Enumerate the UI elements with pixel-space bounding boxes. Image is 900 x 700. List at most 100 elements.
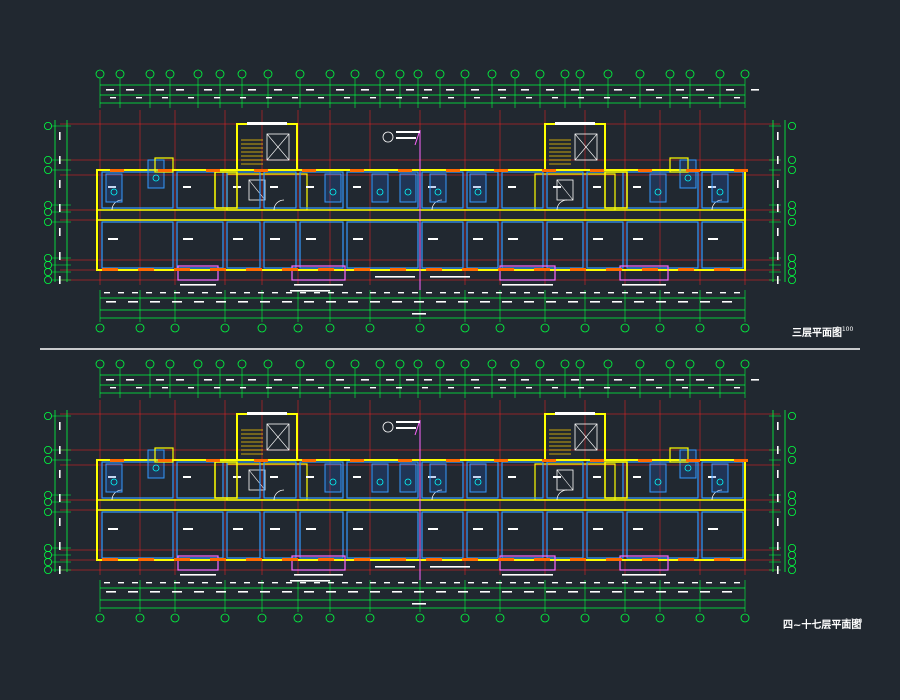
axis-bubble <box>685 69 695 79</box>
dimension-text <box>188 582 194 584</box>
dimension-text <box>678 582 684 584</box>
room-partition <box>346 221 419 269</box>
toilet-fixture <box>474 478 482 486</box>
axis-bubble <box>487 359 497 369</box>
window <box>158 169 172 172</box>
axis-bubble <box>635 69 645 79</box>
dimension-text <box>614 379 622 381</box>
elevator-car <box>248 179 266 201</box>
door-swing <box>273 489 285 501</box>
room-label <box>233 528 243 530</box>
dimension-text <box>412 603 426 605</box>
room-label <box>233 238 243 240</box>
room-label <box>633 238 643 240</box>
dimension-text <box>396 97 402 99</box>
dimension-text <box>526 387 532 389</box>
dimension-text <box>336 379 344 381</box>
axis-bubble <box>44 507 53 516</box>
dimension-text <box>146 292 152 294</box>
dimension-text <box>446 379 454 381</box>
dimension-text <box>370 591 380 593</box>
axis-bubble <box>495 613 505 623</box>
axis-bubble <box>695 323 705 333</box>
label-text <box>396 137 416 139</box>
dimension-text <box>471 89 479 91</box>
room-partition <box>466 461 499 499</box>
room-label <box>270 476 278 478</box>
dimension-text <box>370 301 380 303</box>
axis-bubble <box>788 207 797 216</box>
room-label <box>353 238 363 240</box>
axis-bubble <box>95 359 105 369</box>
dimension-text <box>342 292 348 294</box>
dimension-text <box>174 292 180 294</box>
dimension-text <box>546 301 556 303</box>
dimension-text <box>266 387 272 389</box>
room-label <box>108 528 118 530</box>
toilet-fixture <box>684 464 692 472</box>
elevator-lobby <box>226 173 308 211</box>
elevator-shaft <box>574 423 598 451</box>
dimension-text <box>110 387 116 389</box>
dimension-text <box>59 542 61 550</box>
label-text <box>396 131 420 133</box>
dimension-text <box>650 582 656 584</box>
room-partition <box>466 511 499 559</box>
axis-bubble <box>535 69 545 79</box>
room-label <box>270 186 278 188</box>
dimension-text <box>384 292 390 294</box>
balcony <box>177 555 219 571</box>
window <box>318 268 334 271</box>
dimension-text <box>524 292 530 294</box>
room-partition <box>101 461 174 499</box>
balcony-notch <box>669 447 689 463</box>
door-swing <box>711 489 723 501</box>
dimension-text <box>590 301 600 303</box>
annotation-text <box>430 276 470 278</box>
axis-bubble <box>788 544 797 553</box>
toilet-fixture <box>404 478 412 486</box>
axis-bubble <box>415 613 425 623</box>
dimension-text <box>664 582 670 584</box>
bathroom <box>147 449 165 479</box>
dimension-text <box>214 97 220 99</box>
plan-title-4th-17th: 四~十七层平面图 <box>783 620 862 631</box>
dimension-text <box>682 97 688 99</box>
dimension-text <box>496 292 502 294</box>
dimension-text <box>586 89 594 91</box>
dimension-text <box>174 582 180 584</box>
axis-bubble <box>788 122 797 131</box>
dimension-text <box>326 301 336 303</box>
axis-bubble <box>44 165 53 174</box>
dimension-text <box>546 379 554 381</box>
dimension-text <box>342 582 348 584</box>
dimension-text <box>777 132 779 140</box>
dimension-text <box>356 292 362 294</box>
axis-bubble <box>635 359 645 369</box>
dimension-text <box>266 97 272 99</box>
room-partition <box>226 221 261 269</box>
dimension-text <box>356 582 362 584</box>
dimension-text <box>412 582 418 584</box>
axis-bubble <box>220 323 230 333</box>
window <box>734 169 748 172</box>
dimension-text <box>426 582 432 584</box>
toilet-fixture <box>434 478 442 486</box>
axis-bubble <box>193 69 203 79</box>
axis-bubble <box>788 155 797 164</box>
dimension-text <box>630 387 636 389</box>
axis-bubble <box>655 613 665 623</box>
window <box>462 558 478 561</box>
balcony <box>177 265 219 281</box>
plan-scale-3rd: 1:100 <box>836 326 854 333</box>
room-partition <box>501 171 544 209</box>
dimension-text <box>240 97 246 99</box>
dimension-text <box>106 89 114 91</box>
dimension-text <box>777 180 779 188</box>
axis-bubble <box>95 323 105 333</box>
toilet-fixture <box>434 188 442 196</box>
window <box>302 169 316 172</box>
toilet-fixture <box>152 464 160 472</box>
dimension-text <box>646 89 654 91</box>
door-swing <box>111 489 123 501</box>
